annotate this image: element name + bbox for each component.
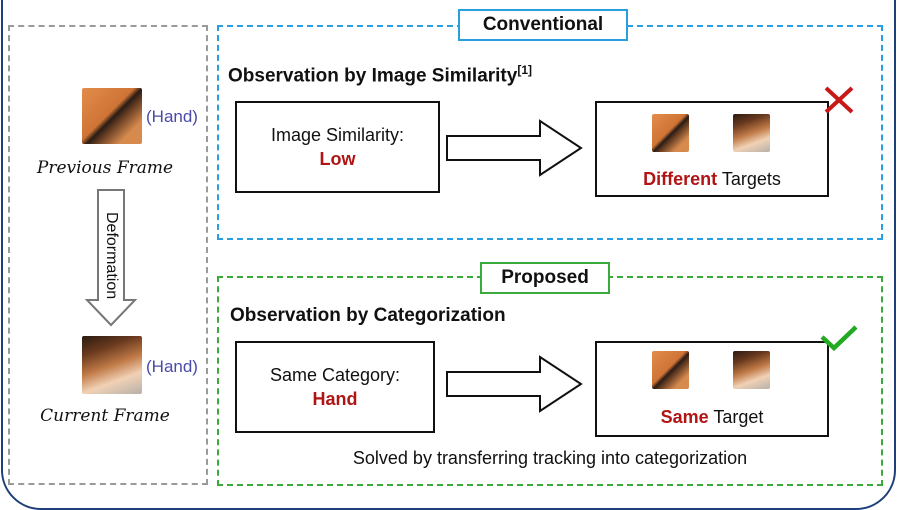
- category-value: Hand: [312, 389, 358, 409]
- conventional-result-emph: Different: [643, 169, 718, 189]
- proposed-footer: Solved by transferring tracking into cat…: [352, 448, 748, 468]
- proposed-heading: Observation by Categorization: [230, 305, 506, 326]
- previous-frame-image: [82, 88, 142, 144]
- current-frame-image: [82, 336, 142, 394]
- proposed-result-rest: Target: [708, 407, 764, 427]
- similarity-value: Low: [319, 149, 356, 169]
- conventional-result-text: Different Targets: [597, 167, 827, 191]
- check-icon: [820, 325, 858, 352]
- proposed-cur-thumb: [733, 351, 770, 389]
- conventional-tag: Conventional: [458, 9, 628, 41]
- conventional-heading-text: Observation by Image Similarity: [228, 65, 518, 87]
- category-box: Same Category: Hand: [235, 341, 435, 433]
- conventional-heading: Observation by Image Similarity[1]: [228, 63, 532, 87]
- conventional-prev-thumb: [652, 114, 689, 152]
- conventional-cur-thumb: [733, 114, 770, 152]
- hand-label-previous: (Hand): [146, 107, 198, 126]
- similarity-box: Image Similarity: Low: [235, 101, 440, 193]
- conventional-result-rest: Targets: [717, 169, 781, 189]
- cross-icon: [824, 86, 854, 114]
- deformation-label: Deformation: [103, 212, 120, 300]
- previous-frame-label: Previous Frame: [36, 158, 174, 178]
- proposed-result-box: Same Target: [595, 341, 829, 437]
- proposed-prev-thumb: [652, 351, 689, 389]
- conventional-result-box: Different Targets: [595, 101, 829, 197]
- proposed-result-emph: Same: [660, 407, 709, 427]
- category-text: Same Category:: [269, 365, 401, 385]
- deformation-arrow: [84, 189, 138, 327]
- similarity-text: Image Similarity:: [270, 125, 405, 145]
- proposed-result-text: Same Target: [597, 405, 827, 429]
- current-frame-label: Current Frame: [40, 406, 170, 426]
- citation-ref: [1]: [517, 63, 532, 77]
- conventional-arrow: [446, 119, 583, 177]
- proposed-tag: Proposed: [480, 262, 610, 294]
- proposed-arrow: [446, 355, 583, 413]
- hand-label-current: (Hand): [146, 357, 198, 376]
